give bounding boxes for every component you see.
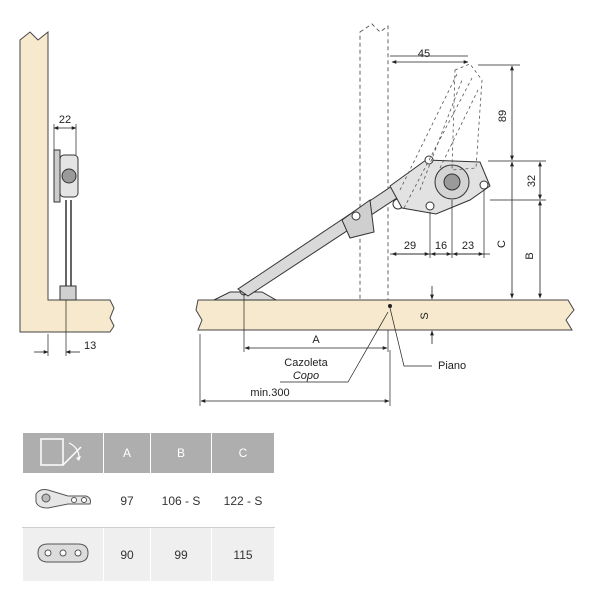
dimension-32: 32: [526, 175, 538, 187]
front-view: 45 89 32 29 16 23 C B S A: [195, 23, 575, 406]
concealed-hinge-icon: [35, 489, 91, 509]
cell-a: 90: [103, 527, 151, 582]
dimension-45: 45: [418, 48, 430, 60]
header-c: C: [211, 432, 275, 474]
dimension-23: 23: [462, 240, 474, 252]
table-row: 90 99 115: [22, 527, 275, 582]
panel-opening-icon: [40, 437, 82, 466]
label-copo: Copo: [293, 370, 319, 382]
cell-c: 122 - S: [211, 473, 275, 528]
dimension-C: C: [496, 240, 508, 248]
label-cazoleta: Cazoleta: [284, 357, 328, 369]
dimension-89: 89: [497, 110, 509, 122]
dimension-A: A: [312, 334, 320, 346]
dimension-29: 29: [404, 240, 416, 252]
spec-table: A B C 97 106 - S 122 - S: [22, 432, 275, 582]
header-b: B: [150, 432, 212, 474]
cell-b: 106 - S: [150, 473, 212, 528]
header-icon-cell: [22, 432, 104, 474]
bottom-bracket: [59, 285, 77, 301]
side-panel-wood: [19, 30, 115, 333]
shelf-wood: [195, 299, 575, 331]
table-row: 97 106 - S 122 - S: [22, 473, 275, 528]
dimension-S: S: [419, 312, 431, 319]
cell-b: 99: [150, 527, 212, 582]
dimension-22: 22: [59, 114, 71, 126]
label-piano: Piano: [438, 360, 466, 372]
row-icon-cell: [22, 473, 104, 528]
base-plate: [213, 291, 278, 301]
diagram-svg: 22 13: [19, 23, 575, 406]
cell-c: 115: [211, 527, 275, 582]
side-view: 22 13: [19, 30, 115, 356]
cell-a: 97: [103, 473, 151, 528]
dimension-13: 13: [84, 340, 96, 352]
hinge-pivot: [61, 168, 77, 184]
cabinet-side-panel: [359, 23, 389, 331]
table-header-row: A B C: [22, 432, 275, 474]
dimension-min-300: min.300: [250, 387, 289, 399]
row-icon-cell: [22, 527, 104, 582]
hinge-cup: [53, 149, 61, 203]
header-a: A: [103, 432, 151, 474]
dimension-16: 16: [435, 240, 447, 252]
dimension-B: B: [524, 252, 536, 259]
mounting-plate-icon: [37, 543, 89, 563]
open-position-outline: [399, 63, 483, 209]
